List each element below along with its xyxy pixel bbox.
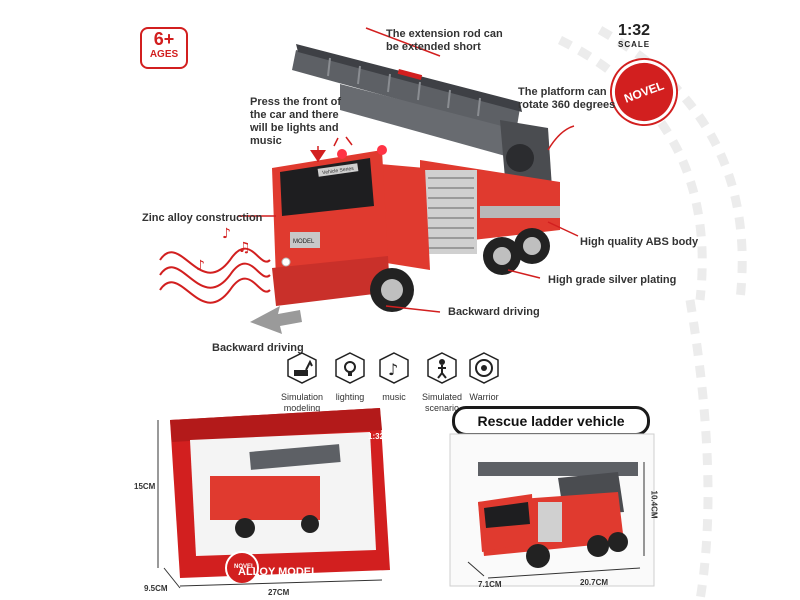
worker-icon [427, 352, 457, 384]
excavator-icon [287, 352, 317, 384]
annotation-backward-driving-right: Backward driving [448, 306, 540, 318]
age-label: AGES [149, 49, 179, 60]
feature-label: lighting [335, 392, 365, 402]
annotation-press-front: Press the front of the car and there wil… [250, 96, 342, 147]
ladder [292, 44, 552, 190]
truck-body: Vehicle Series MODEL [272, 136, 560, 306]
svg-text:♪: ♪ [196, 258, 205, 274]
grille-text: MODEL [293, 239, 315, 245]
warrior-icon [469, 352, 499, 384]
feature-label: Warrior [469, 392, 499, 402]
box-depth-label: 9.5CM [144, 584, 168, 593]
box-height-label: 15CM [134, 482, 156, 491]
vehicle-dimensions-image [449, 433, 655, 587]
scale-value: 1:32 [618, 22, 651, 39]
scale-label: 1:32 SCALE [618, 22, 650, 49]
feature-label: Simulation modeling [280, 392, 324, 413]
svg-text:♫: ♫ [238, 240, 251, 256]
annotation-extension-rod: The extension rod can be extended short [386, 28, 503, 53]
package-box-image [157, 408, 390, 589]
feature-music: ♪ music [364, 352, 424, 403]
vehicle-length-label: 20.7CM [580, 578, 609, 587]
music-note-icon: ♪ ♫ ♪ [196, 226, 251, 274]
backward-arrow-icon [250, 306, 302, 334]
box-scale-text: 1:32 [368, 432, 385, 441]
music-note-icon: ♪ [379, 352, 409, 384]
age-badge: 6+ AGES [140, 27, 188, 69]
annotation-zinc-alloy: Zinc alloy construction [142, 212, 263, 224]
annotation-abs-body: High quality ABS body [580, 236, 699, 248]
vehicle-width-label: 7.1CM [478, 580, 502, 589]
light-bulb-icon [335, 352, 365, 384]
age-value: 6+ [153, 29, 175, 49]
music-wave-graphic [159, 247, 271, 304]
svg-text:♪: ♪ [388, 360, 398, 379]
annotation-silver-plating: High grade silver plating [548, 274, 677, 286]
box-brand-text: ALLOY MODEL [238, 566, 318, 578]
feature-simulated-scenario: Simulated scenario [412, 352, 472, 414]
cab-plate-text: Vehicle Series [322, 166, 355, 176]
annotation-pointers [238, 27, 579, 313]
feature-label: music [382, 392, 406, 402]
title-banner: Rescue ladder vehicle [452, 406, 650, 436]
feature-lighting: lighting [320, 352, 380, 403]
fire-truck-main-image: Vehicle Series MODEL ♪ ♫ ♪ [159, 27, 579, 334]
box-width-label: 27CM [268, 588, 290, 597]
scale-text: SCALE [618, 40, 651, 49]
feature-simulation-modeling: Simulation modeling [272, 352, 332, 414]
feature-warrior: Warrior [454, 352, 514, 403]
svg-text:♪: ♪ [222, 226, 231, 242]
press-pointer-icon [310, 150, 326, 162]
annotation-backward-driving-left: Backward driving [212, 342, 304, 354]
wheels [370, 228, 550, 312]
vehicle-height-label: 10.4CM [649, 490, 659, 519]
annotation-platform-rotate: The platform can rotate 360 degrees [518, 86, 616, 111]
box-novel-text: NOVEL [234, 564, 255, 570]
feature-label: Simulated scenario [421, 392, 463, 413]
